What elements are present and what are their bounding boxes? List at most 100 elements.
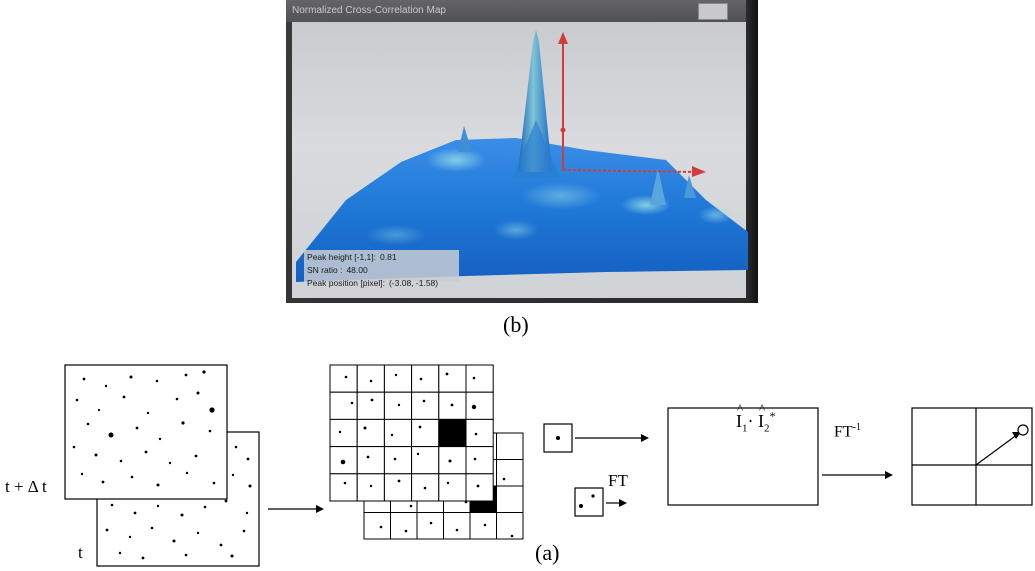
particle: [350, 401, 354, 405]
i2-conjugate: *: [769, 409, 776, 423]
frame-t-plus-dt: [64, 364, 228, 500]
i2-subscript: 2: [764, 422, 770, 435]
particle: [129, 375, 133, 379]
particle: [343, 481, 347, 485]
label-t: t: [78, 543, 83, 562]
particle: [156, 504, 160, 508]
particle: [340, 459, 346, 465]
interrogation-cell: [438, 473, 467, 502]
interrogation-cell: [443, 512, 471, 540]
particle: [181, 421, 185, 425]
interrogation-cell: [356, 446, 385, 475]
particle: [502, 477, 506, 481]
particle: [82, 377, 86, 381]
particle: [455, 528, 459, 532]
readout-background: [304, 250, 459, 282]
particle: [404, 529, 408, 533]
interrogation-window-highlight: [438, 418, 467, 448]
particle: [369, 484, 373, 488]
interrogation-cell: [329, 364, 358, 393]
particle: [429, 521, 433, 525]
peak-position-value: (-3.08, -1.58): [388, 278, 439, 288]
sn-ratio-label: SN ratio :: [307, 265, 343, 275]
interrogation-cell: [411, 391, 440, 420]
caption-b: (b): [503, 312, 529, 337]
product-dot: ·: [747, 411, 754, 431]
particle: [510, 534, 514, 538]
arrow-window-1-head: [641, 434, 649, 442]
particle: [155, 379, 159, 383]
particle: [474, 432, 478, 436]
window-2: [574, 487, 604, 517]
particle: [397, 479, 401, 483]
interrogation-cell: [356, 473, 385, 502]
interrogation-cell: [356, 391, 385, 420]
particle: [212, 481, 216, 485]
particle: [135, 426, 139, 430]
label-t-plus-dt: t + Δ t: [5, 477, 47, 496]
diagram-canvas: [64, 364, 1033, 567]
interrogation-cell: [416, 512, 444, 540]
interrogation-cell: [465, 364, 494, 393]
particle: [146, 411, 150, 415]
interrogation-grid-front: [329, 364, 494, 502]
particle: [185, 471, 189, 475]
displacement-vector: [975, 433, 1019, 466]
particle: [209, 407, 215, 413]
displacement-vector-head: [1012, 432, 1021, 439]
correlation-peak-marker: [1017, 424, 1029, 436]
particle: [130, 475, 134, 479]
particle: [338, 430, 342, 434]
particle: [393, 457, 397, 461]
particle: [80, 472, 84, 476]
particle: [423, 486, 427, 490]
window-title: Normalized Cross-Correlation Map: [286, 0, 758, 22]
interrogation-cell: [363, 512, 391, 540]
peak-height-label: Peak height [-1,1]:: [307, 252, 376, 262]
label-inverse-ft: FT-1: [834, 422, 861, 441]
peak-height-row: Peak height [-1,1]:0.81: [307, 252, 397, 262]
particle: [150, 526, 154, 530]
arrow-inverse-ft-head: [885, 471, 893, 479]
particle: [418, 425, 422, 429]
particle: [208, 429, 212, 433]
interrogation-cell: [383, 364, 413, 393]
particle: [184, 553, 188, 557]
particle: [194, 454, 198, 458]
particle: [75, 398, 79, 402]
particle: [122, 395, 126, 399]
arrow-window-2-head: [619, 499, 627, 507]
particle: [72, 445, 76, 449]
interrogation-cell: [465, 391, 494, 420]
interrogation-cell: [469, 512, 497, 540]
particle: [473, 457, 477, 461]
particle: [119, 459, 123, 463]
particle: [97, 408, 101, 412]
particle: [472, 376, 476, 380]
particle: [369, 379, 373, 383]
particle: [196, 531, 200, 535]
particle: [450, 403, 454, 407]
correlation-map-photo: Normalized Cross-Correlation Map: [286, 0, 758, 303]
interrogation-cell: [465, 446, 494, 475]
particle: [245, 511, 249, 515]
particle: [168, 461, 172, 465]
particle: [175, 397, 179, 401]
particle: [219, 543, 223, 547]
particle: [445, 372, 449, 376]
particle: [224, 499, 228, 503]
interrogation-cell: [356, 364, 385, 393]
particle: [370, 398, 374, 402]
peak-position-row: Peak position [pixel]:(-3.08, -1.58): [307, 278, 438, 288]
interrogation-cell: [329, 418, 358, 448]
particle: [419, 377, 423, 381]
interrogation-cell: [383, 473, 413, 502]
particle: [156, 483, 160, 487]
particle: [390, 433, 394, 437]
particle: [448, 459, 452, 463]
particle: [230, 554, 234, 558]
interrogation-cell: [496, 459, 524, 487]
particle: [108, 432, 114, 438]
displacement-box: [911, 407, 1033, 506]
interrogation-cell: [465, 418, 494, 448]
